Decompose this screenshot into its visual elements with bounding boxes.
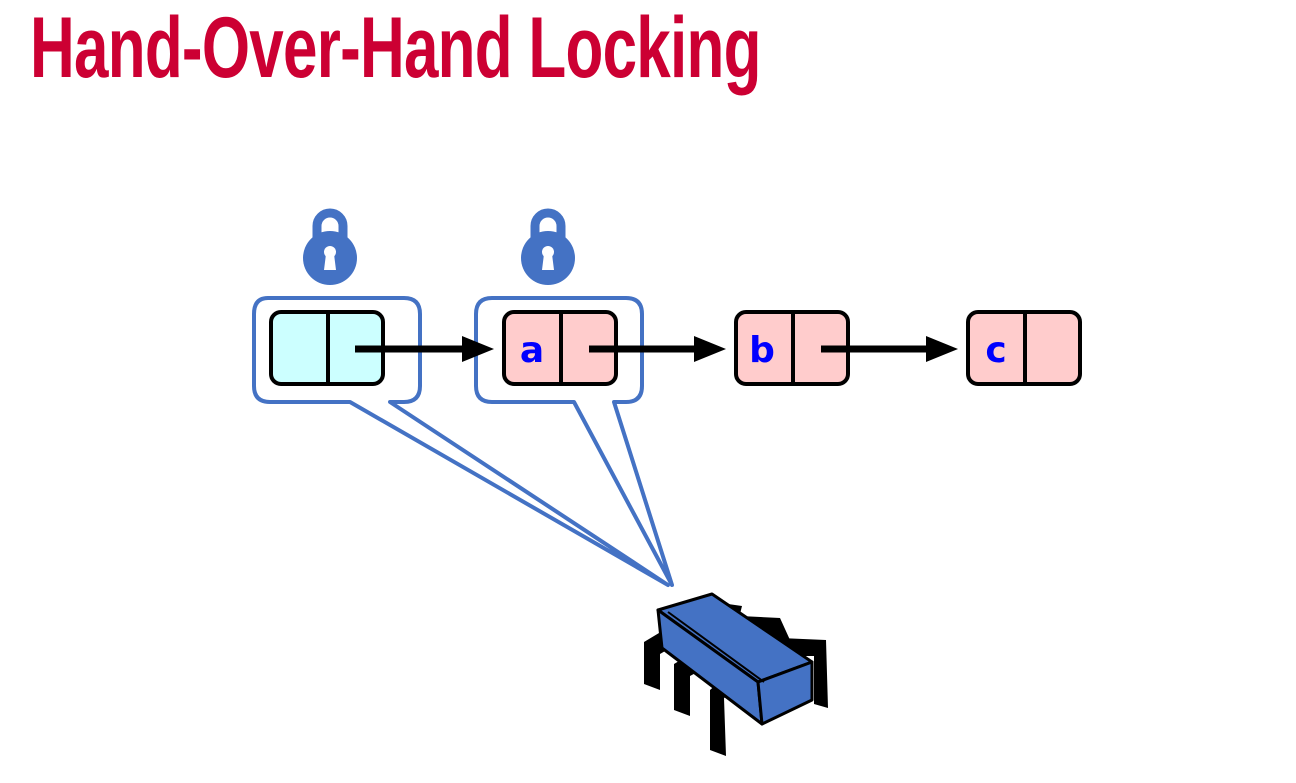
pointer-arrow bbox=[355, 336, 494, 362]
pointer-arrow bbox=[589, 336, 726, 362]
processor-chip-icon bbox=[644, 592, 828, 756]
node-label-c: c bbox=[985, 330, 1006, 371]
node-label-a: a bbox=[520, 330, 544, 371]
pointer-arrow bbox=[821, 336, 958, 362]
slide-title: Hand-Over-Hand Locking bbox=[30, 0, 761, 96]
node-label-b: b bbox=[749, 330, 775, 371]
list-node-c: c bbox=[966, 310, 1082, 386]
padlock-icon bbox=[303, 208, 357, 285]
callout-head bbox=[252, 296, 670, 587]
padlock-icon bbox=[521, 208, 575, 285]
list-node-a: a bbox=[502, 310, 618, 386]
callout-a bbox=[474, 296, 674, 587]
